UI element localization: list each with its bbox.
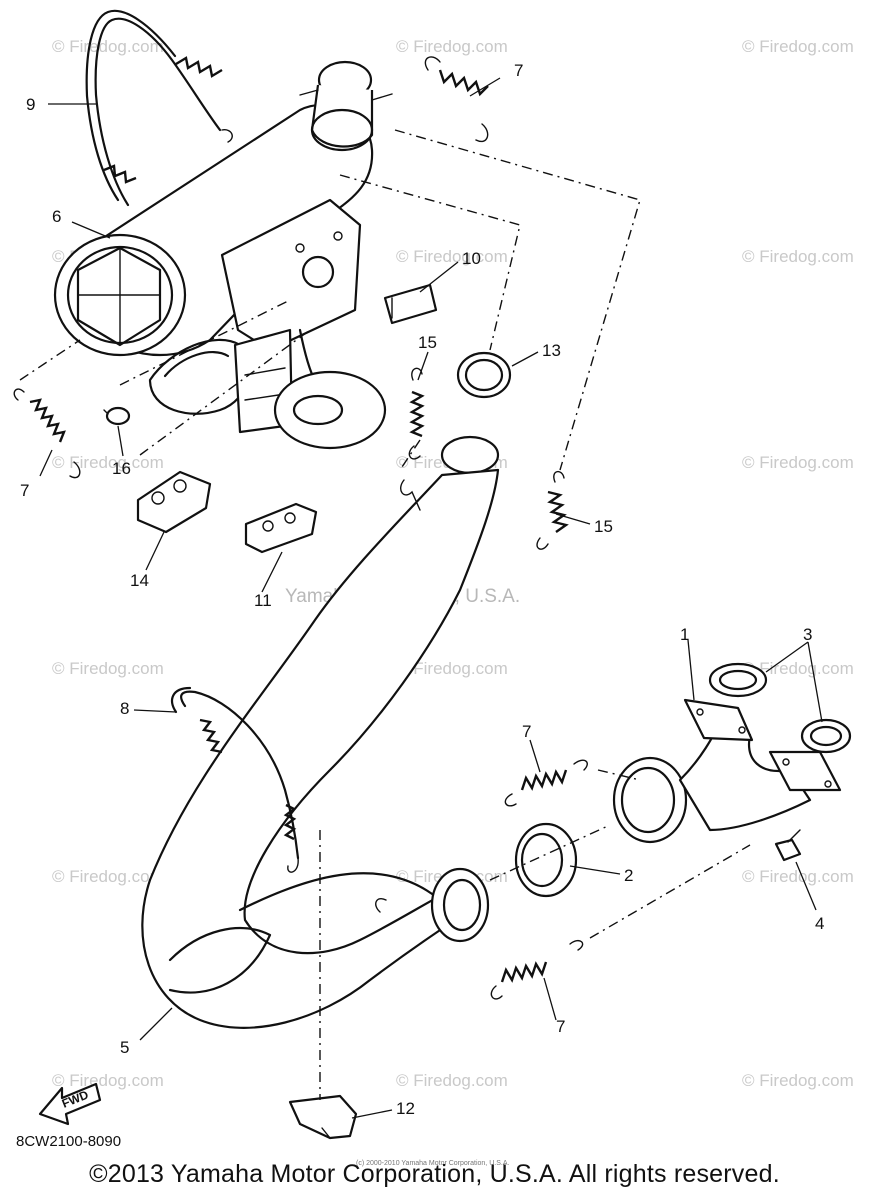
callout-6: 6	[52, 207, 61, 226]
callout-1: 1	[680, 625, 689, 644]
callout-7-bottom: 7	[556, 1017, 565, 1036]
watermark: © Firedog.com	[396, 659, 508, 678]
alignment-lines	[19, 129, 751, 1100]
callout-16: 16	[112, 459, 131, 478]
callout-7-left: 7	[20, 481, 29, 500]
watermark: © Firedog.com	[52, 659, 164, 678]
watermark: © Firedog.com	[742, 867, 854, 886]
callout-5: 5	[120, 1038, 129, 1057]
callout-4: 4	[815, 914, 824, 933]
part-7-spring-left	[13, 388, 81, 479]
part-11-damper	[244, 502, 318, 554]
callout-7-top: 7	[514, 61, 523, 80]
callout-3: 3	[803, 625, 812, 644]
watermark: © Firedog.com	[742, 247, 854, 266]
part-6-silencer	[53, 104, 387, 450]
callout-8: 8	[120, 699, 129, 718]
part-13-gasket	[456, 351, 512, 399]
fwd-arrow: FWD	[38, 1082, 102, 1126]
callout-13: 13	[542, 341, 561, 360]
callout-9: 9	[26, 95, 35, 114]
callouts: 1 2 3 4 5 6 7 7 7 7 8 9 10 11 12 13 14 1…	[20, 61, 824, 1118]
callout-15-right: 15	[594, 517, 613, 536]
watermark: © Firedog.com	[742, 1071, 854, 1090]
part-10-grommet	[383, 283, 438, 325]
copyright-footer: ©2013 Yamaha Motor Corporation, U.S.A. A…	[89, 1160, 780, 1188]
part-15-spring-right	[536, 471, 569, 550]
callout-10: 10	[462, 249, 481, 268]
callout-2: 2	[624, 866, 633, 885]
top-clamp	[299, 60, 393, 152]
part-8-band	[171, 686, 300, 873]
watermark: © Firedog.com	[52, 1071, 164, 1090]
part-4-bolt	[774, 829, 802, 862]
part-2-gasket-ring	[514, 822, 578, 898]
part-7-spring-top	[424, 56, 489, 143]
part-5-exhaust-pipe	[141, 435, 500, 1029]
part-9-band	[85, 9, 233, 207]
part-1-manifold	[612, 698, 842, 844]
part-12-damper	[288, 1094, 358, 1140]
leader-lines	[39, 77, 823, 1119]
watermark: © Firedog.com	[52, 867, 164, 886]
part-3-gaskets	[708, 662, 852, 754]
watermark: © Firedog.com	[742, 659, 854, 678]
callout-14: 14	[130, 571, 149, 590]
callout-7-mid: 7	[522, 722, 531, 741]
watermark: © Firedog.com	[396, 1071, 508, 1090]
watermark: © Firedog.com	[52, 453, 164, 472]
part-16-bolt	[103, 406, 131, 426]
watermark: © Firedog.com	[742, 453, 854, 472]
part-7-spring-bottom	[490, 940, 584, 1000]
part-7-spring-mid	[504, 759, 588, 807]
callout-15-left: 15	[418, 333, 437, 352]
watermark: © Firedog.com	[742, 37, 854, 56]
watermark: © Firedog.com	[396, 37, 508, 56]
part-14-damper	[136, 470, 212, 534]
callout-12: 12	[396, 1099, 415, 1118]
callout-11: 11	[254, 591, 272, 610]
watermark: © Firedog.com	[396, 247, 508, 266]
tiny-copyright-note: (c) 2000-2010 Yamaha Motor Corporation, …	[356, 1160, 510, 1167]
figure-code: 8CW2100-8090	[16, 1133, 122, 1150]
watermark: © Firedog.com	[52, 37, 164, 56]
